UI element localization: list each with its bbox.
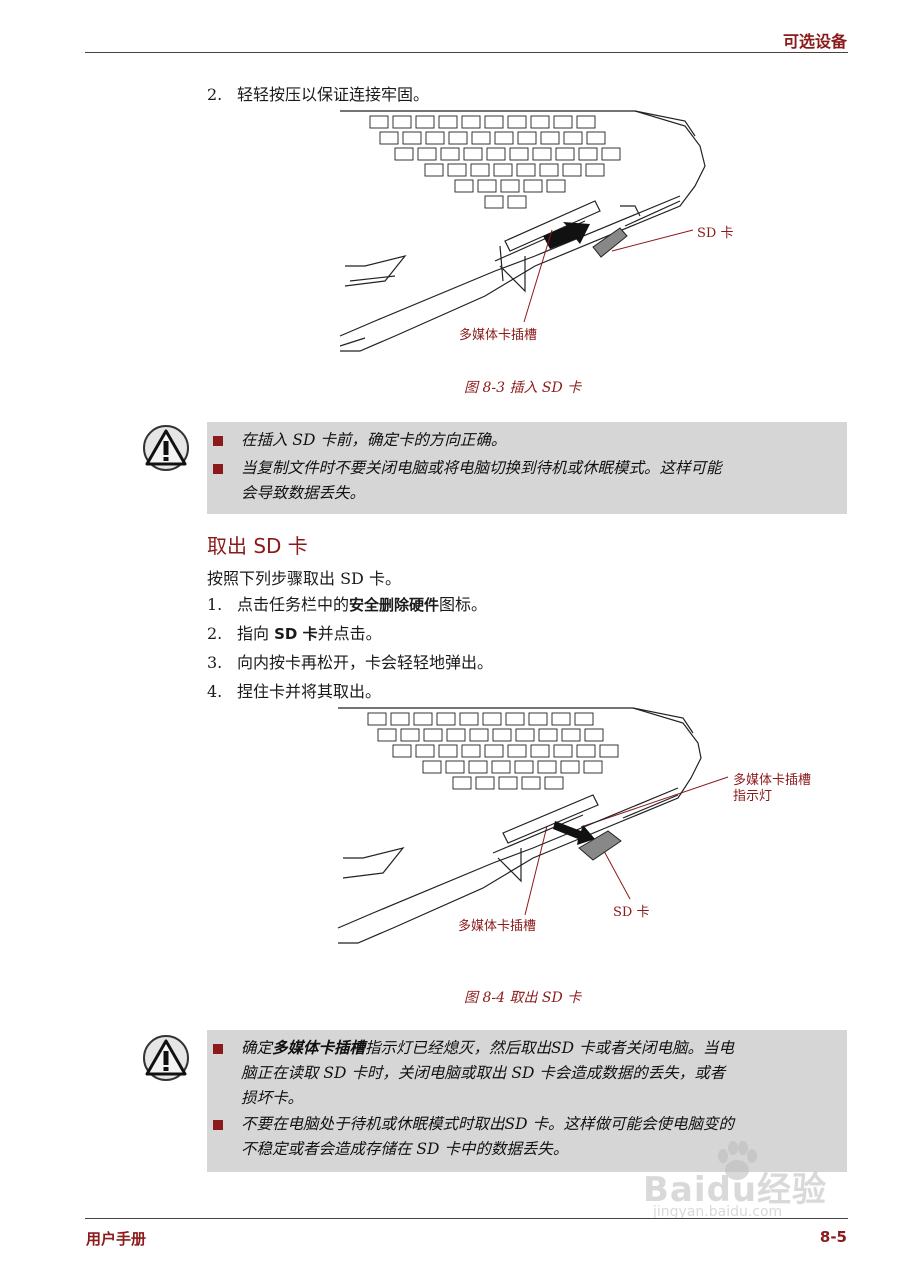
remove-step-2: 2. 指向 SD 卡并点击。 xyxy=(207,623,382,645)
figure1-callout-slot: 多媒体卡插槽 xyxy=(459,328,538,343)
page-number: 8-5 xyxy=(819,1228,847,1246)
step-text: 向内按卡再松开，卡会轻轻地弹出。 xyxy=(237,653,494,672)
footer-rule xyxy=(85,1218,848,1219)
laptop-illustration xyxy=(337,707,702,944)
step-number: 4. xyxy=(207,682,223,701)
baidu-watermark: Baidu经验 jingyan.baidu.com xyxy=(635,1140,845,1220)
watermark-url: jingyan.baidu.com xyxy=(653,1204,783,1220)
header-title: 可选设备 xyxy=(782,32,847,51)
note-text: 确定 xyxy=(241,1039,273,1057)
step-number: 2. xyxy=(207,85,223,104)
step-text: 点击任务栏中的 xyxy=(237,595,350,614)
figure2-caption: 图 8-4 取出 SD 卡 xyxy=(464,990,582,1006)
note2-item-1: 确定多媒体卡插槽指示灯已经熄灭，然后取出SD 卡或者关闭电脑。当电 xyxy=(241,1036,734,1061)
step-text: 指向 xyxy=(237,624,275,643)
step-text: 图标。 xyxy=(439,595,488,614)
watermark-brand: Baidu经验 xyxy=(643,1170,828,1210)
step-text: 轻轻按压以保证连接牢固。 xyxy=(237,85,430,104)
step-text: 并点击。 xyxy=(317,624,382,643)
note1-item-2-line2: 会导致数据丢失。 xyxy=(241,484,366,502)
section-intro: 按照下列步骤取出 SD 卡。 xyxy=(207,569,401,588)
insert-step-2: 2. 轻轻按压以保证连接牢固。 xyxy=(207,84,429,106)
remove-step-1: 1. 点击任务栏中的安全删除硬件图标。 xyxy=(207,594,487,616)
note2-item-1-line3: 损坏卡。 xyxy=(241,1089,304,1107)
step-bold-text: SD 卡 xyxy=(274,625,318,643)
note2-item-2-line2: 不稳定或者会造成存储在 SD 卡中的数据丢失。 xyxy=(241,1140,569,1158)
figure2-callout-indicator: 多媒体卡插槽 xyxy=(733,773,812,788)
figure2-callout-indicator-line2: 指示灯 xyxy=(733,789,773,804)
bullet-icon xyxy=(213,436,223,446)
figure1-callout-card: SD 卡 xyxy=(697,226,734,241)
bullet-icon xyxy=(213,464,223,474)
header-rule xyxy=(85,52,848,53)
step-number: 2. xyxy=(207,624,223,643)
step-bold-text: 安全删除硬件 xyxy=(349,596,440,614)
note-box-1: 在插入 SD 卡前，确定卡的方向正确。 当复制文件时不要关闭电脑或将电脑切换到待… xyxy=(207,422,847,514)
paw-icon xyxy=(718,1141,757,1180)
warning-icon xyxy=(143,1035,189,1081)
remove-step-3: 3. 向内按卡再松开，卡会轻轻地弹出。 xyxy=(207,652,493,674)
footer-left: 用户手册 xyxy=(86,1230,147,1248)
warning-icon xyxy=(143,425,189,471)
figure1-caption: 图 8-3 插入 SD 卡 xyxy=(464,380,582,396)
note2-item-1-line2: 脑正在读取 SD 卡时，关闭电脑或取出 SD 卡会造成数据的丢失，或者 xyxy=(241,1064,726,1082)
note1-item-2: 当复制文件时不要关闭电脑或将电脑切换到待机或休眠模式。这样可能 xyxy=(241,459,722,477)
bullet-icon xyxy=(213,1120,223,1130)
note-bold-text: 多媒体卡插槽 xyxy=(272,1039,366,1057)
note-text: 指示灯已经熄灭，然后取出SD 卡或者关闭电脑。当电 xyxy=(365,1039,735,1057)
note1-item-1: 在插入 SD 卡前，确定卡的方向正确。 xyxy=(241,431,507,449)
note-box-2: 确定多媒体卡插槽指示灯已经熄灭，然后取出SD 卡或者关闭电脑。当电 脑正在读取 … xyxy=(207,1030,847,1172)
step-text: 捏住卡并将其取出。 xyxy=(237,682,382,701)
section-title: 取出 SD 卡 xyxy=(207,534,308,558)
step-number: 1. xyxy=(207,595,223,614)
figure2-callout-slot: 多媒体卡插槽 xyxy=(458,919,537,934)
step-number: 3. xyxy=(207,653,223,672)
figure2-callout-card: SD 卡 xyxy=(613,905,650,920)
bullet-icon xyxy=(213,1044,223,1054)
laptop-illustration xyxy=(339,110,706,352)
remove-step-4: 4. 捏住卡并将其取出。 xyxy=(207,681,381,703)
note2-item-2: 不要在电脑处于待机或休眠模式时取出SD 卡。这样做可能会使电脑变的 xyxy=(241,1115,734,1133)
